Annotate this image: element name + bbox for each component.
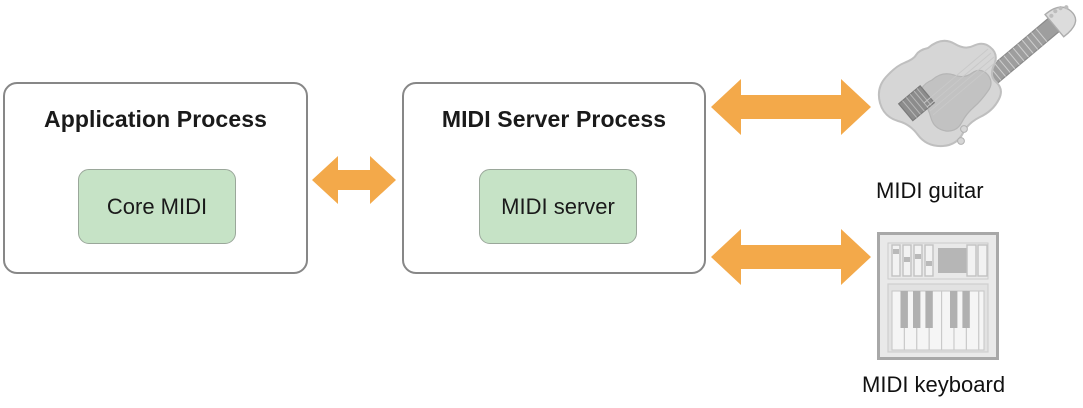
midi-keyboard-icon xyxy=(877,232,999,360)
midi-server-label: MIDI server xyxy=(501,193,615,219)
application-process-title: Application Process xyxy=(43,106,268,132)
core-midi-label: Core MIDI xyxy=(106,193,208,219)
core-midi-component: Core MIDI xyxy=(78,169,236,244)
double-arrow-app-to-server-icon xyxy=(312,156,396,204)
electric-guitar-icon xyxy=(877,5,1077,148)
application-process-box: Application Process Core MIDI xyxy=(3,82,308,274)
double-arrow-server-to-guitar-icon xyxy=(711,79,871,135)
double-arrow-server-to-keyboard-icon xyxy=(711,229,871,285)
midi-server-process-title: MIDI Server Process xyxy=(441,106,667,132)
midi-keyboard-label: MIDI keyboard xyxy=(862,372,1006,397)
midi-guitar-label: MIDI guitar xyxy=(876,178,984,203)
midi-server-process-box: MIDI Server Process MIDI server xyxy=(402,82,706,274)
midi-server-component: MIDI server xyxy=(479,169,637,244)
